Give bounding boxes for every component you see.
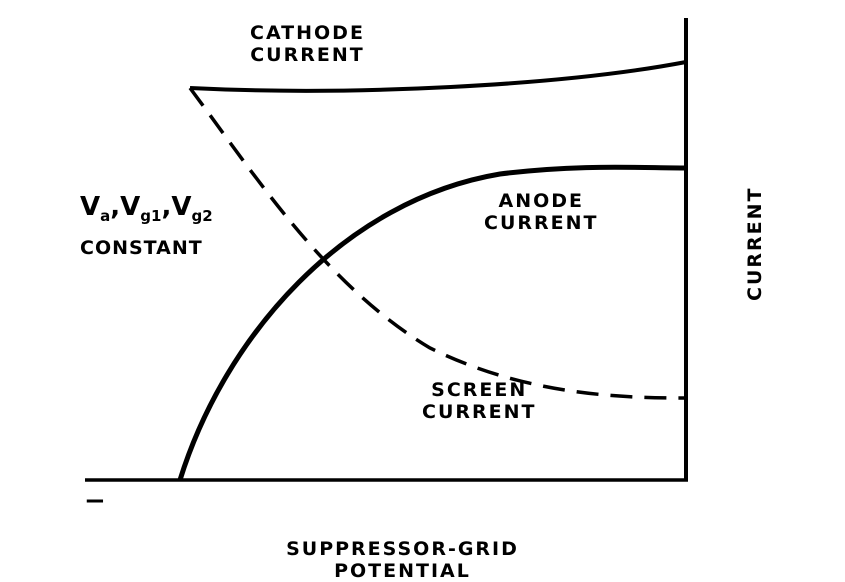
v-symbol: V (80, 192, 101, 222)
anode-label-line2: CURRENT (484, 212, 599, 234)
anode-label-line1: ANODE (498, 190, 584, 212)
separator: , (110, 192, 121, 222)
screen-label-line2: CURRENT (422, 401, 537, 423)
screen-current-curve (188, 86, 687, 400)
subscript-g1: g1 (140, 207, 162, 226)
subscript-a: a (100, 207, 111, 226)
cathode-label-line1: CATHODE (250, 22, 365, 44)
constants-label: Va,Vg1,Vg2 CONSTANT (80, 192, 213, 259)
y-axis-label: CURRENT (744, 186, 766, 301)
subscript-g2: g2 (191, 207, 213, 226)
separator: , (161, 192, 172, 222)
minus-sign: − (84, 486, 108, 516)
v-symbol: V (171, 192, 192, 222)
v-symbol: V (120, 192, 141, 222)
cathode-current-curve (189, 60, 687, 93)
screen-current-label: SCREEN CURRENT (422, 379, 536, 423)
x-axis-label: SUPPRESSOR-GRID POTENTIAL (286, 538, 519, 582)
cathode-label-line2: CURRENT (250, 44, 365, 66)
cathode-current-label: CATHODE CURRENT (250, 22, 365, 66)
constant-label: CONSTANT (80, 237, 203, 260)
screen-label-line1: SCREEN (431, 379, 528, 401)
anode-current-label: ANODE CURRENT (484, 190, 598, 234)
anode-current-curve (177, 164, 687, 481)
